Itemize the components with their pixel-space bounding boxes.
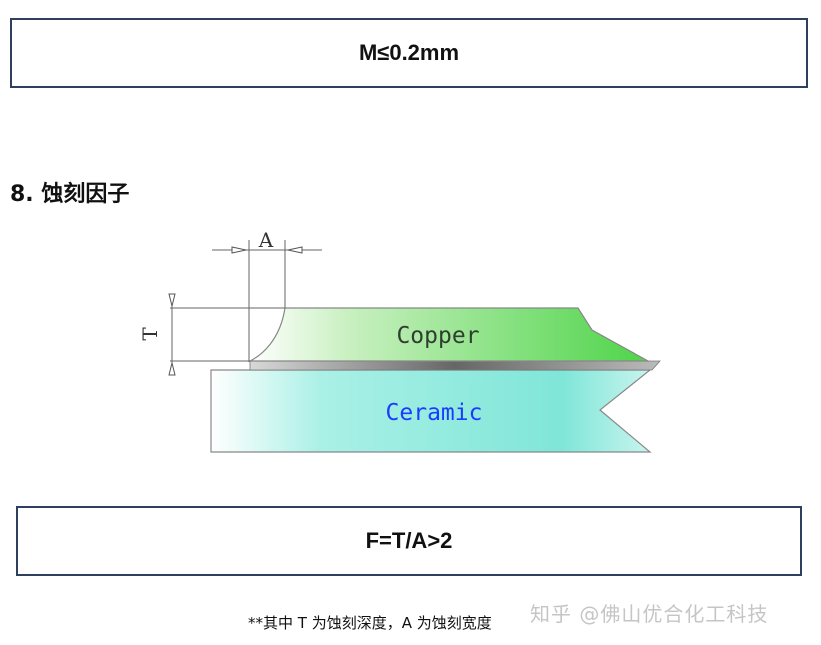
formula-box-top: M≤0.2mm	[10, 18, 808, 88]
formula-box-bottom: F=T/A>2	[16, 506, 802, 576]
bond-layer	[249, 360, 661, 371]
arrow-t-bottom	[168, 362, 176, 376]
watermark: 知乎 @佛山优合化工科技	[530, 602, 769, 626]
footnote: **其中 T 为蚀刻深度，A 为蚀刻宽度	[248, 614, 492, 632]
copper-label: Copper	[396, 323, 479, 349]
width-label: A	[258, 228, 274, 252]
depth-label: T	[138, 327, 162, 341]
formula-bottom-text: F=T/A>2	[365, 528, 453, 553]
arrow-a-right	[287, 246, 303, 254]
arrow-a-left	[231, 246, 247, 254]
formula-top-text: M≤0.2mm	[358, 40, 460, 65]
section-title: 8. 蚀刻因子	[10, 182, 130, 207]
copper-layer	[249, 307, 651, 362]
arrow-t-top	[168, 293, 176, 307]
ceramic-label: Ceramic	[386, 400, 483, 426]
